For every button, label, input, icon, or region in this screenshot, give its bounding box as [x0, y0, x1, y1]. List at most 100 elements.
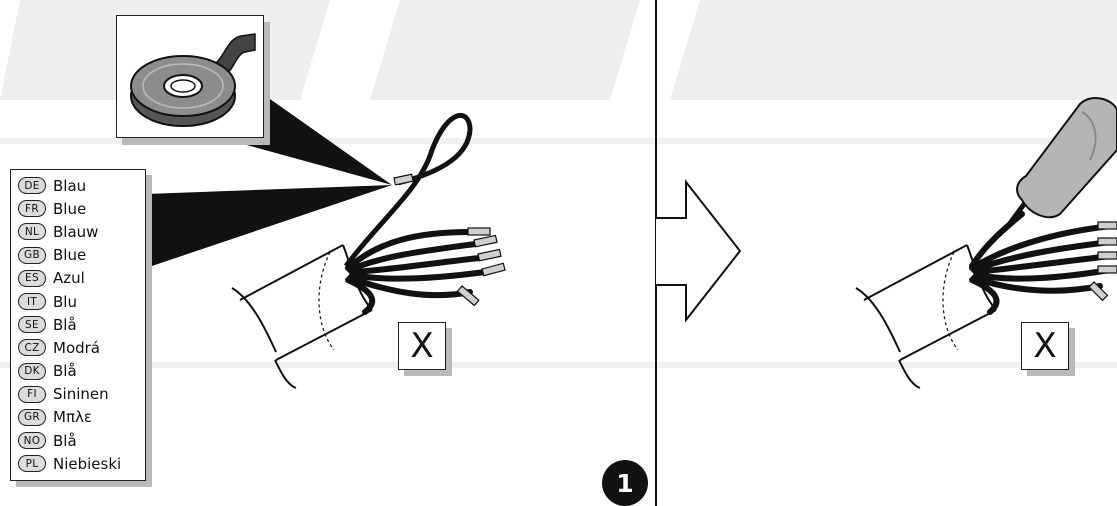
lang-color-word: Blauw	[53, 222, 99, 241]
left-tip-3	[477, 248, 502, 262]
right-hand-finger	[898, 359, 921, 389]
watermark-shape-right	[670, 0, 1117, 100]
right-tip-1	[1097, 221, 1117, 230]
left-tip-blue	[393, 173, 414, 186]
right-tip-5	[1088, 281, 1109, 302]
lang-color-word: Blå	[53, 431, 77, 450]
left-hand-thumb	[231, 287, 277, 353]
left-sleeve-top	[239, 244, 344, 301]
right-wire-tips	[1088, 221, 1117, 302]
left-wire-5	[347, 275, 473, 299]
screwdriver-highlight	[1081, 111, 1097, 161]
tape-roll-core	[163, 74, 203, 98]
right-hand-thumb	[855, 287, 901, 353]
left-tip-4	[481, 262, 506, 277]
legend-row-cz: CZ Modrá	[18, 336, 145, 359]
right-wires	[969, 211, 1113, 315]
tape-roll-hole	[170, 79, 196, 93]
lang-color-word: Niebieski	[53, 454, 122, 473]
left-cable-assembly	[231, 244, 373, 389]
right-wire-5	[971, 275, 1103, 294]
right-tip-4	[1097, 265, 1117, 274]
lang-color-word: Azul	[53, 269, 85, 288]
watermark-shape-mid	[370, 0, 640, 100]
lang-color-word: Μπλε	[53, 408, 92, 427]
legend-row-dk: DK Blå	[18, 360, 145, 383]
lang-color-word: Sininen	[53, 385, 109, 404]
left-wire-3	[349, 255, 483, 275]
lang-code-badge: IT	[18, 293, 46, 311]
legend-row-fi: FI Sininen	[18, 383, 145, 406]
lang-code-badge: SE	[18, 316, 46, 334]
lang-color-word: Blå	[53, 362, 77, 381]
tape-strip	[215, 33, 256, 76]
lang-color-word: Blue	[53, 246, 87, 265]
legend-row-fr: FR Blue	[18, 197, 145, 220]
lang-color-word: Blue	[53, 199, 87, 218]
legend-row-no: NO Blå	[18, 429, 145, 452]
left-wire-4	[349, 269, 488, 282]
lang-code-badge: GR	[18, 408, 46, 426]
lang-code-badge: NO	[18, 432, 46, 450]
right-x-mark: X	[1021, 322, 1069, 370]
tape-roll-illustration	[130, 33, 256, 127]
legend-pointer	[146, 185, 392, 268]
left-blue-wire-loop	[343, 112, 473, 268]
legend-row-it: IT Blu	[18, 290, 145, 313]
color-legend: DE Blau FR Blue NL Blauw GB Blue ES Azul…	[10, 169, 146, 481]
tape-roll-ring	[142, 63, 224, 109]
left-tip-5	[456, 285, 480, 307]
lang-color-word: Modrá	[53, 338, 100, 357]
tape-inset	[116, 15, 264, 138]
lang-code-badge: PL	[18, 455, 46, 473]
right-blue-wire	[969, 211, 1025, 269]
next-step-arrow	[656, 179, 742, 323]
lang-color-word: Blå	[53, 315, 77, 334]
left-wires	[345, 229, 488, 315]
watermark-stripe-bottom	[0, 362, 1117, 368]
legend-row-es: ES Azul	[18, 267, 145, 290]
left-x-mark: X	[398, 322, 446, 370]
lang-code-badge: DK	[18, 362, 46, 380]
right-tip-3	[1097, 251, 1117, 260]
legend-row-gb: GB Blue	[18, 244, 145, 267]
lang-color-word: Blu	[53, 292, 77, 311]
lang-code-badge: FI	[18, 385, 46, 403]
legend-row-de: DE Blau	[18, 174, 145, 197]
left-sleeve-bottom	[275, 309, 373, 361]
right-wire-1	[969, 223, 1113, 271]
inset-pointer	[236, 75, 392, 185]
lang-color-word: Blau	[53, 176, 87, 195]
legend-row-se: SE Blå	[18, 313, 145, 336]
left-wire-2	[347, 241, 478, 273]
legend-row-nl: NL Blauw	[18, 220, 145, 243]
right-fold-line	[942, 251, 959, 351]
left-tip-2	[473, 234, 498, 248]
left-wire-6	[345, 277, 376, 315]
legend-row-gr: GR Μπλε	[18, 406, 145, 429]
watermark-stripe-top	[0, 138, 1117, 144]
lang-code-badge: CZ	[18, 339, 46, 357]
legend-row-pl: PL Niebieski	[18, 452, 145, 475]
right-sleeve-bottom	[899, 309, 997, 361]
right-tip-2	[1097, 237, 1117, 246]
screwdriver-handle	[1016, 96, 1117, 219]
left-wire-tips	[393, 173, 506, 307]
lang-code-badge: GB	[18, 246, 46, 264]
left-hand-finger	[274, 359, 297, 389]
step-number-badge: 1	[602, 460, 648, 506]
screwdriver	[1005, 96, 1117, 228]
left-wire-1	[345, 229, 473, 271]
lang-code-badge: NL	[18, 223, 46, 241]
right-wire-4	[973, 267, 1113, 282]
right-wire-2	[971, 239, 1113, 273]
left-fold-line	[318, 251, 335, 351]
lang-code-badge: ES	[18, 269, 46, 287]
right-sleeve-top	[863, 244, 968, 301]
right-wire-6	[969, 277, 1000, 315]
lang-code-badge: FR	[18, 200, 46, 218]
right-wire-3	[973, 253, 1113, 275]
left-tip-1	[467, 227, 491, 236]
lang-code-badge: DE	[18, 177, 46, 195]
